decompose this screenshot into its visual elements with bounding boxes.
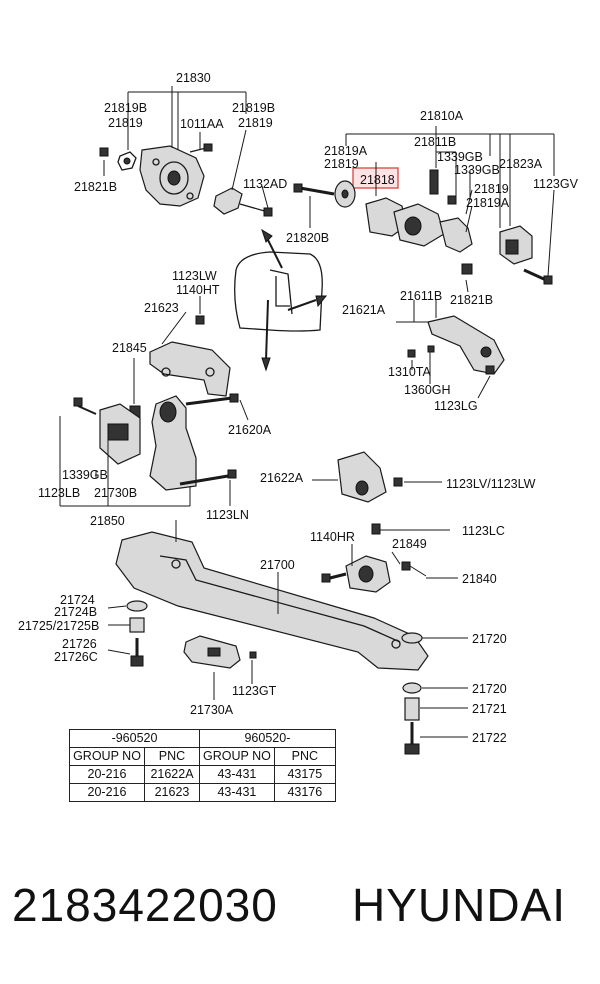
- table-header: 960520-: [199, 729, 336, 748]
- label-21724: 21724: [60, 593, 95, 607]
- label-1011AA: 1011AA: [180, 117, 224, 131]
- mount-21840: [321, 523, 458, 593]
- label-21621A: 21621A: [342, 303, 386, 317]
- label-21819B: 21819B: [232, 101, 275, 115]
- label-21730A: 21730A: [190, 703, 234, 717]
- engine-outline: [234, 228, 328, 372]
- label-21722: 21722: [472, 731, 507, 745]
- label-21819A: 21819A: [466, 196, 510, 210]
- label-21819: 21819: [324, 157, 359, 171]
- label-21730B: 21730B: [94, 486, 137, 500]
- pnc-reference-table: -960520 960520- GROUP NO PNC GROUP NO PN…: [69, 729, 336, 802]
- label-21724B: 21724B: [54, 605, 97, 619]
- label-1310TA: 1310TA: [388, 365, 432, 379]
- label-21818: 21818: [360, 173, 395, 187]
- label-21623: 21623: [144, 301, 179, 315]
- label-21819: 21819: [474, 182, 509, 196]
- leader-lines-21830: [103, 86, 269, 209]
- leader-lines-21810A: [345, 126, 555, 293]
- footer-part-number: 2183422030: [12, 879, 278, 931]
- callout-labels: 21830 21819B 21819 1011AA 21819B 21819 2…: [18, 71, 579, 745]
- bracket-21730A: [183, 635, 257, 700]
- label-1339GB: 1339GB: [437, 150, 483, 164]
- label-21720: 21720: [472, 632, 507, 646]
- crossmember-21700: [115, 520, 429, 671]
- label-1123GT: 1123GT: [232, 684, 277, 698]
- label-21700: 21700: [260, 558, 295, 572]
- label-21611B: 21611B: [400, 289, 442, 303]
- label-21726C: 21726C: [54, 650, 98, 664]
- label-1140HR: 1140HR: [310, 530, 355, 544]
- mount-bracket-21830: [99, 143, 273, 217]
- table-cell: 43176: [273, 783, 336, 802]
- label-21820B: 21820B: [286, 231, 329, 245]
- column-header: GROUP NO: [69, 747, 145, 766]
- table-cell: 43-431: [199, 765, 275, 784]
- label-1132AD: 1132AD: [243, 177, 287, 191]
- label-21721: 21721: [472, 702, 507, 716]
- table-cell: 21622A: [144, 765, 200, 784]
- label-1123LN: 1123LN: [206, 508, 249, 522]
- label-1123LC: 1123LC: [462, 524, 505, 538]
- bolt-21820B: [293, 183, 335, 228]
- leader-lines-21850: [59, 416, 191, 507]
- column-header: GROUP NO: [199, 747, 275, 766]
- label-1339GB: 1339GB: [454, 163, 500, 177]
- column-header: PNC: [144, 747, 200, 766]
- table-row: 20-216 21622A 43-431 43175: [69, 765, 336, 784]
- label-21823A: 21823A: [499, 157, 543, 171]
- label-1123LB: 1123LB: [38, 486, 80, 500]
- label-21725-21725B: 21725/21725B: [18, 619, 99, 633]
- label-1123LG: 1123LG: [434, 399, 478, 413]
- table-cell: 20-216: [69, 765, 145, 784]
- table-cell: 43175: [273, 765, 336, 784]
- table-row: 20-216 21623 43-431 43176: [69, 783, 336, 802]
- label-1123LV-1123LW: 1123LV/1123LW: [446, 477, 536, 491]
- label-21819: 21819: [108, 116, 143, 130]
- label-1123GV: 1123GV: [533, 177, 579, 191]
- label-21810A: 21810A: [420, 109, 464, 123]
- label-21849: 21849: [392, 537, 427, 551]
- label-21720: 21720: [472, 682, 507, 696]
- label-21821B: 21821B: [450, 293, 493, 307]
- label-1140HT: 1140HT: [176, 283, 220, 297]
- table-subheader-row: GROUP NO PNC GROUP NO PNC: [69, 747, 336, 766]
- mount-21620A: [73, 358, 249, 506]
- label-1339GB: 1339GB: [62, 468, 108, 482]
- footer-brand: HYUNDAI: [352, 879, 567, 931]
- label-21819A: 21819A: [324, 144, 368, 158]
- table-cell: 43-431: [199, 783, 275, 802]
- bracket-21621A: [396, 300, 505, 399]
- insulator-stack-right: [401, 632, 468, 755]
- insulator-stack-left: [107, 600, 148, 667]
- label-21821B: 21821B: [74, 180, 117, 194]
- label-21622A: 21622A: [260, 471, 304, 485]
- label-1360GH: 1360GH: [404, 383, 451, 397]
- mount-bracket-21810A: [365, 169, 553, 285]
- table-cell: 20-216: [69, 783, 145, 802]
- label-21845: 21845: [112, 341, 147, 355]
- table-cell: 21623: [144, 783, 200, 802]
- mount-21622A: [312, 451, 442, 503]
- label-21850: 21850: [90, 514, 125, 528]
- label-21811B: 21811B: [414, 135, 456, 149]
- column-header: PNC: [273, 747, 336, 766]
- label-21840: 21840: [462, 572, 497, 586]
- label-1123LW: 1123LW: [172, 269, 217, 283]
- table-header-row: -960520 960520-: [69, 729, 336, 748]
- label-21726: 21726: [62, 637, 97, 651]
- label-21830: 21830: [176, 71, 211, 85]
- mount-21623: [149, 296, 231, 397]
- table-header: -960520: [69, 729, 200, 748]
- label-21819: 21819: [238, 116, 273, 130]
- label-21819B: 21819B: [104, 101, 147, 115]
- label-21620A: 21620A: [228, 423, 272, 437]
